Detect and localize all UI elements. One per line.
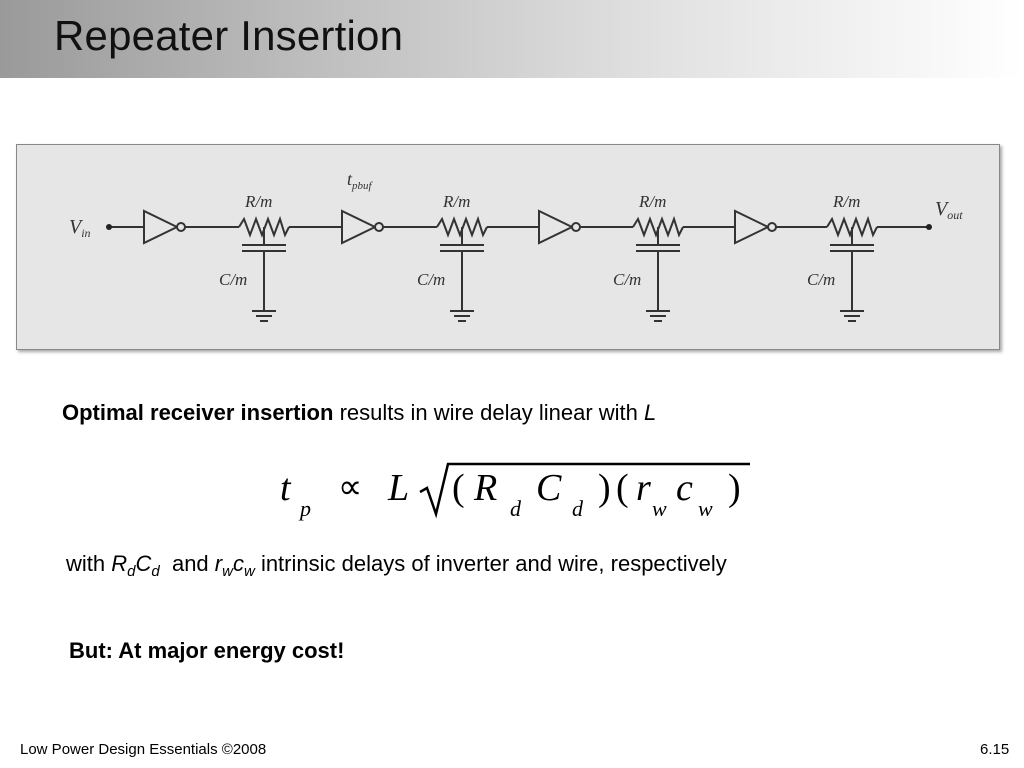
line3-c: c xyxy=(232,551,244,576)
slide-title: Repeater Insertion xyxy=(54,12,404,59)
formula-w2: w xyxy=(698,496,713,521)
line3-C: C xyxy=(135,551,152,576)
inverter-1 xyxy=(143,209,186,245)
formula-d1: d xyxy=(510,496,522,521)
formula-p: p xyxy=(298,496,311,521)
vout-node xyxy=(926,224,932,230)
body-line-intrinsic-delays: with RdCd and rwcw intrinsic delays of i… xyxy=(66,551,727,580)
formula-d2: d xyxy=(572,496,584,521)
resistor-label-1: R/m xyxy=(244,192,272,211)
capacitor-label-3: C/m xyxy=(613,270,641,289)
circuit-diagram: Vin Vout tpbuf R/m R/m R/m R/m C/m C/m C… xyxy=(69,169,963,322)
formula-R: R xyxy=(473,467,497,509)
resistor-label-4: R/m xyxy=(832,192,860,211)
energy-cost-note: But: At major energy cost! xyxy=(69,638,345,663)
resistor-label-3: R/m xyxy=(638,192,666,211)
line3-d1: d xyxy=(127,563,136,580)
line1-var: L xyxy=(644,400,657,425)
line3-d2: d xyxy=(151,563,160,580)
formula-L: L xyxy=(387,467,409,509)
line3-r: r xyxy=(214,551,223,576)
formula-c: c xyxy=(676,467,693,509)
delay-formula: t p ∝ L ( R d C d ) ( r w c w ) xyxy=(280,462,750,521)
capacitor-label-2: C/m xyxy=(417,270,445,289)
line3-and: and xyxy=(171,551,209,576)
line3-with: with xyxy=(66,551,106,576)
capacitor-label-4: C/m xyxy=(807,270,835,289)
inverter-3 xyxy=(538,209,581,245)
vin-label: Vin xyxy=(69,216,91,240)
capacitor-label-1: C/m xyxy=(219,270,247,289)
tpbuf-label: tpbuf xyxy=(347,169,374,192)
slide-number: 6.15 xyxy=(980,741,1010,758)
line3-w1: w xyxy=(222,563,233,580)
formula-t: t xyxy=(280,467,292,509)
formula-prop: ∝ xyxy=(338,469,362,506)
resistor-label-2: R/m xyxy=(442,192,470,211)
footer-copyright: Low Power Design Essentials ©2008 xyxy=(20,741,267,758)
capacitor-3 xyxy=(636,227,680,322)
inverter-4 xyxy=(734,209,777,245)
line3-rest: intrinsic delays of inverter and wire, r… xyxy=(260,551,727,576)
formula-lparen2: ( xyxy=(616,467,629,509)
capacitor-4 xyxy=(830,227,874,322)
line1-text: results in wire delay linear with xyxy=(339,400,638,425)
repeater-circuit-figure: Vin Vout tpbuf R/m R/m R/m R/m C/m C/m C… xyxy=(16,144,1000,350)
formula-w1: w xyxy=(652,496,667,521)
vin-node xyxy=(106,224,112,230)
line3-R: R xyxy=(111,551,128,576)
vout-label: Vout xyxy=(935,198,963,222)
radical-sign xyxy=(419,462,750,519)
formula-C: C xyxy=(536,467,562,509)
title-bar xyxy=(0,0,1024,78)
formula-r: r xyxy=(636,467,651,509)
capacitor-1 xyxy=(242,227,286,322)
formula-rparen2: ) xyxy=(728,467,741,509)
formula-lparen1: ( xyxy=(452,467,465,509)
body-line-receiver-insertion: Optimal receiver insertion results in wi… xyxy=(62,400,656,426)
line3-w2: w xyxy=(243,563,255,580)
formula-rparen1: ) xyxy=(598,467,611,509)
inverter-2 xyxy=(341,209,384,245)
bold-phrase: Optimal receiver insertion xyxy=(62,400,334,425)
capacitor-2 xyxy=(440,227,484,322)
